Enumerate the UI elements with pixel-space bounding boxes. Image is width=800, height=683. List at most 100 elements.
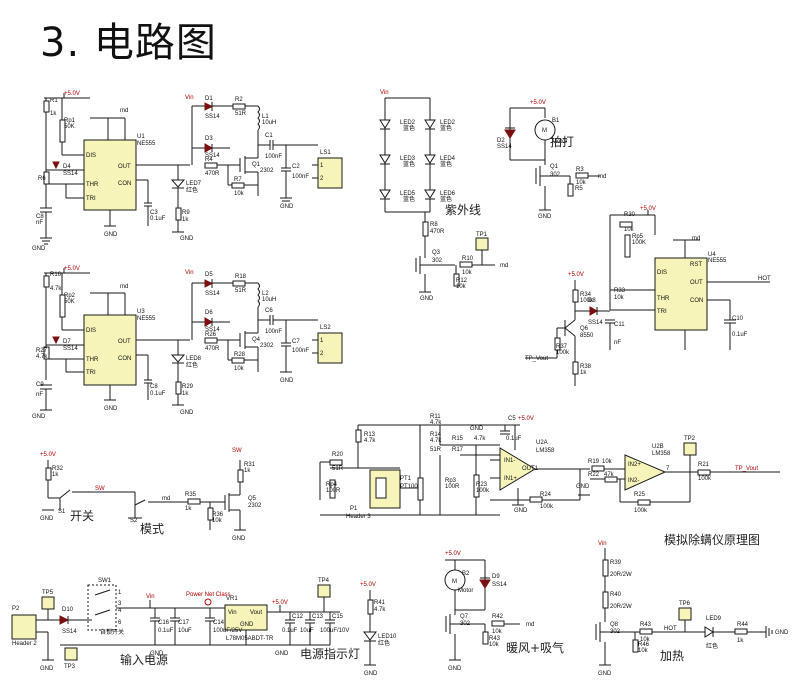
svg-text:4.7k: 4.7k xyxy=(36,354,48,360)
svg-text:C3: C3 xyxy=(150,210,158,216)
svg-text:GND: GND xyxy=(32,246,46,252)
svg-text:Rp5: Rp5 xyxy=(632,234,644,240)
svg-text:10k: 10k xyxy=(462,270,473,276)
svg-text:D3: D3 xyxy=(205,136,213,142)
svg-text:LS2: LS2 xyxy=(320,325,331,331)
svg-text:CON: CON xyxy=(118,181,131,187)
svg-text:1k: 1k xyxy=(737,638,744,644)
svg-text:Motor: Motor xyxy=(458,588,473,594)
svg-text:R21: R21 xyxy=(698,462,710,468)
svg-text:SS14: SS14 xyxy=(63,171,78,177)
svg-text:10k: 10k xyxy=(638,648,649,654)
svg-text:TP3: TP3 xyxy=(64,664,76,670)
svg-text:Vin: Vin xyxy=(146,594,155,600)
svg-text:L2: L2 xyxy=(262,291,269,297)
svg-text:D7: D7 xyxy=(63,339,71,345)
svg-text:2: 2 xyxy=(320,176,324,182)
svg-text:10k: 10k xyxy=(212,518,223,524)
svg-text:C12: C12 xyxy=(292,614,304,620)
svg-text:LED4: LED4 xyxy=(440,156,456,162)
svg-text:B1: B1 xyxy=(552,118,560,124)
svg-text:100K: 100K xyxy=(632,240,646,246)
svg-text:100uF/25V: 100uF/25V xyxy=(213,628,242,634)
svg-text:GND: GND xyxy=(150,651,164,657)
svg-text:D6: D6 xyxy=(205,310,213,316)
svg-text:302: 302 xyxy=(610,629,621,635)
svg-text:470R: 470R xyxy=(430,229,445,235)
svg-text:R27: R27 xyxy=(36,348,48,354)
svg-text:3: 3 xyxy=(118,601,122,607)
svg-text:SW: SW xyxy=(232,448,242,454)
svg-text:10k: 10k xyxy=(624,227,635,233)
svg-text:R24: R24 xyxy=(540,492,552,498)
svg-text:100uF/10V: 100uF/10V xyxy=(320,628,349,634)
svg-text:C16: C16 xyxy=(158,620,170,626)
svg-text:Q7: Q7 xyxy=(460,614,469,620)
svg-text:C14: C14 xyxy=(213,620,225,626)
svg-text:10k: 10k xyxy=(456,284,467,290)
svg-text:DIS: DIS xyxy=(657,270,667,276)
svg-text:100k: 100k xyxy=(540,504,554,510)
svg-text:md: md xyxy=(120,108,128,114)
svg-text:302: 302 xyxy=(432,258,443,264)
svg-text:U3: U3 xyxy=(137,309,145,315)
svg-text:R17: R17 xyxy=(452,447,464,453)
svg-text:R11: R11 xyxy=(430,414,441,420)
svg-text:Header 3: Header 3 xyxy=(346,514,371,520)
svg-text:S2: S2 xyxy=(130,518,138,524)
svg-text:U4: U4 xyxy=(708,252,716,258)
svg-text:10uH: 10uH xyxy=(262,297,276,303)
svg-text:R8: R8 xyxy=(430,222,438,228)
svg-text:R40: R40 xyxy=(610,592,622,598)
svg-text:4.7k: 4.7k xyxy=(430,438,442,444)
svg-text:Rp1: Rp1 xyxy=(64,118,76,124)
svg-text:C8: C8 xyxy=(150,384,158,390)
svg-text:R41: R41 xyxy=(374,600,386,606)
svg-text:10k: 10k xyxy=(640,637,651,643)
svg-text:TRI: TRI xyxy=(657,309,667,315)
svg-text:SW: SW xyxy=(95,486,105,492)
svg-text:LED2: LED2 xyxy=(400,120,416,126)
svg-text:R13: R13 xyxy=(364,432,376,438)
svg-text:TP6: TP6 xyxy=(679,601,691,607)
svg-text:R22: R22 xyxy=(588,472,600,478)
svg-text:GND: GND xyxy=(32,414,46,420)
svg-text:Q3: Q3 xyxy=(432,250,441,256)
svg-text:OUT1: OUT1 xyxy=(522,466,539,472)
svg-text:100R: 100R xyxy=(445,484,460,490)
svg-text:1: 1 xyxy=(118,590,122,596)
svg-text:R25: R25 xyxy=(634,492,646,498)
svg-text:LED8: LED8 xyxy=(186,356,202,362)
svg-text:4.7k: 4.7k xyxy=(374,607,386,613)
svg-text:S1: S1 xyxy=(58,509,66,515)
svg-text:L1: L1 xyxy=(262,114,269,120)
svg-text:HOT: HOT xyxy=(758,276,771,282)
svg-text:GND: GND xyxy=(514,508,528,514)
svg-text:8550: 8550 xyxy=(580,333,594,339)
svg-text:D1: D1 xyxy=(205,96,213,102)
svg-text:Rp2: Rp2 xyxy=(64,293,76,299)
svg-text:10uF: 10uF xyxy=(178,628,192,634)
svg-text:GND: GND xyxy=(232,536,246,542)
svg-text:红色: 红色 xyxy=(186,361,198,369)
svg-text:R5: R5 xyxy=(575,186,583,192)
page-title: 3. 电路图 xyxy=(40,20,217,66)
svg-text:IN1+: IN1+ xyxy=(504,476,517,482)
svg-text:C1: C1 xyxy=(265,133,273,139)
svg-text:DIS: DIS xyxy=(86,328,96,334)
svg-text:THR: THR xyxy=(657,296,670,302)
svg-text:C7: C7 xyxy=(292,339,300,345)
svg-text:蓝色: 蓝色 xyxy=(403,160,415,168)
svg-text:C2: C2 xyxy=(292,164,300,170)
svg-text:PT100: PT100 xyxy=(400,484,418,490)
svg-text:SS14: SS14 xyxy=(497,144,512,150)
svg-text:R1: R1 xyxy=(50,98,58,104)
svg-text:50K: 50K xyxy=(64,299,75,305)
svg-text:R20: R20 xyxy=(332,452,344,458)
svg-text:LED10: LED10 xyxy=(378,634,397,640)
svg-text:302: 302 xyxy=(550,172,561,178)
svg-text:NE555: NE555 xyxy=(708,258,727,264)
